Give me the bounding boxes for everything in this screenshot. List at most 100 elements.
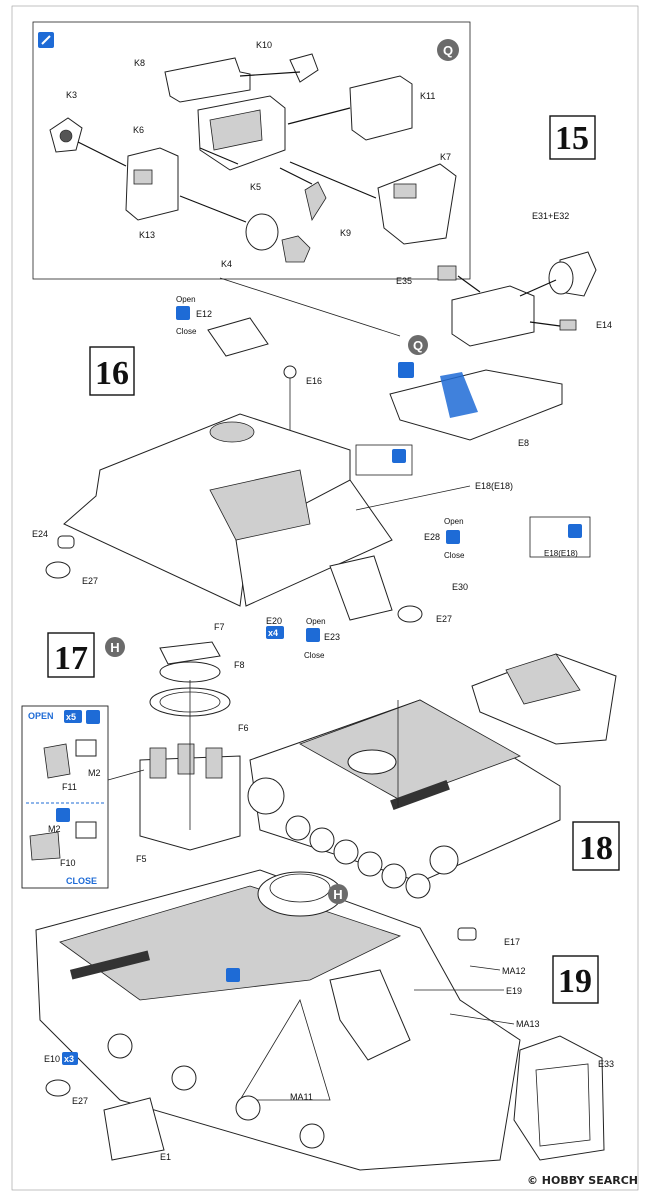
hull-reference-small-detail [505,653,581,705]
ma13-leader [449,1013,515,1025]
open-close-icon-2 [446,530,460,544]
label-k9: K9 [340,228,351,238]
glue-icon-stroke [41,35,51,45]
label-e27a: E27 [82,576,98,586]
detail-leader [107,769,145,781]
q-subassembly [451,285,535,347]
label-f5: F5 [136,854,147,864]
label-k10: K10 [256,40,272,50]
road-wheel-final-2 [171,1065,197,1091]
label-e31-e32: E31+E32 [532,211,569,221]
multiplier-badge-x3 [62,1052,78,1065]
part-e30-plate [329,555,393,621]
arrow-k11 [287,107,351,125]
part-e33 [513,1035,605,1161]
label-e18b: E18(E18) [544,549,578,558]
h-badge-label: H [110,640,119,655]
label-e1: E1 [160,1152,171,1162]
part-e1 [103,1097,165,1161]
road-wheel-3 [333,839,359,865]
note-open-caps: OPEN [28,711,54,721]
label-f10: F10 [60,858,76,868]
arrow-k6 [199,147,239,165]
label-e19: E19 [506,986,522,996]
label-k13: K13 [139,230,155,240]
multiplier-badge-x5 [64,710,82,723]
step-18-number: 18 [579,830,613,867]
label-e14: E14 [596,320,612,330]
note-open-e23: Open [306,617,326,626]
label-e18a: E18(E18) [475,481,513,491]
label-k5: K5 [250,182,261,192]
part-f11-open [43,743,71,779]
cement-icon-2 [226,968,240,982]
label-k3: K3 [66,90,77,100]
hull-front-plate [239,999,331,1101]
part-k7-hatch [393,183,417,199]
label-m2b: M2 [48,824,61,834]
label-f8: F8 [234,660,245,670]
part-e33-detail [535,1063,591,1147]
step-15-number: 15 [555,120,589,157]
q-badge-2-label: Q [413,338,423,353]
part-f7 [159,641,221,665]
part-k8 [164,57,251,103]
label-e28: E28 [424,532,440,542]
note-x3: x3 [64,1054,74,1064]
note-x4: x4 [268,628,278,638]
q-badge [437,39,459,61]
label-f7: F7 [214,622,225,632]
hull-superstructure [209,469,311,541]
label-e10: E10 [44,1054,60,1064]
road-wheels-final [107,1033,325,1149]
label-e27b: E27 [436,614,452,624]
label-f6: F6 [238,723,249,733]
label-ma12: MA12 [502,966,526,976]
note-x5: x5 [66,712,76,722]
glue-icon-2 [392,449,406,463]
glue-icon-3 [568,524,582,538]
part-e27c [45,1079,71,1097]
label-e30: E30 [452,582,468,592]
arrow-k13 [179,195,247,223]
road-wheel-final-3 [235,1095,261,1121]
part-k10 [289,53,319,83]
h-badge-2-label: H [333,887,342,902]
note-open-e28: Open [444,517,464,526]
part-e14 [559,319,577,331]
subassembly-q-frame [32,21,471,280]
periscope-1 [149,747,167,779]
arrow-k10 [239,71,301,77]
open-close-icon [176,306,190,320]
engine-grille [390,780,450,810]
label-k8: K8 [134,58,145,68]
part-k11 [349,75,413,141]
e18-leader [355,485,471,511]
label-e20: E20 [266,616,282,626]
step-17: 17 H F7 F8 F6 F5 OPEN x5 M2 F11 M2 F10 C… [21,622,249,889]
label-k6: K6 [133,125,144,135]
step-16-box [89,346,135,396]
part-e35 [437,265,457,281]
h-badge-2 [328,884,348,904]
step-17-number: 17 [54,640,88,677]
part-f8 [159,661,221,683]
label-k11: K11 [420,91,435,101]
hull-side [235,479,393,607]
road-wheels [247,777,459,899]
note-close-caps: CLOSE [66,876,97,886]
periscope-2 [177,743,195,775]
page-border [11,5,639,1191]
part-e8 [389,369,563,441]
part-k13-window [133,169,153,185]
step-15: Q 15 K10 K8 K11 K3 K6 K7 K5 K1 [32,21,612,448]
q-leader-line [219,277,401,337]
step-19: 19 H E17 MA12 E19 MA13 E33 E10 x3 E27 MA… [35,869,614,1171]
label-e8: E8 [518,438,529,448]
part-e17 [457,927,477,941]
step-16-number: 16 [95,355,129,392]
road-wheel-final-1 [107,1033,133,1059]
label-ma11: MA11 [290,1092,313,1102]
tank-deck [299,699,521,801]
